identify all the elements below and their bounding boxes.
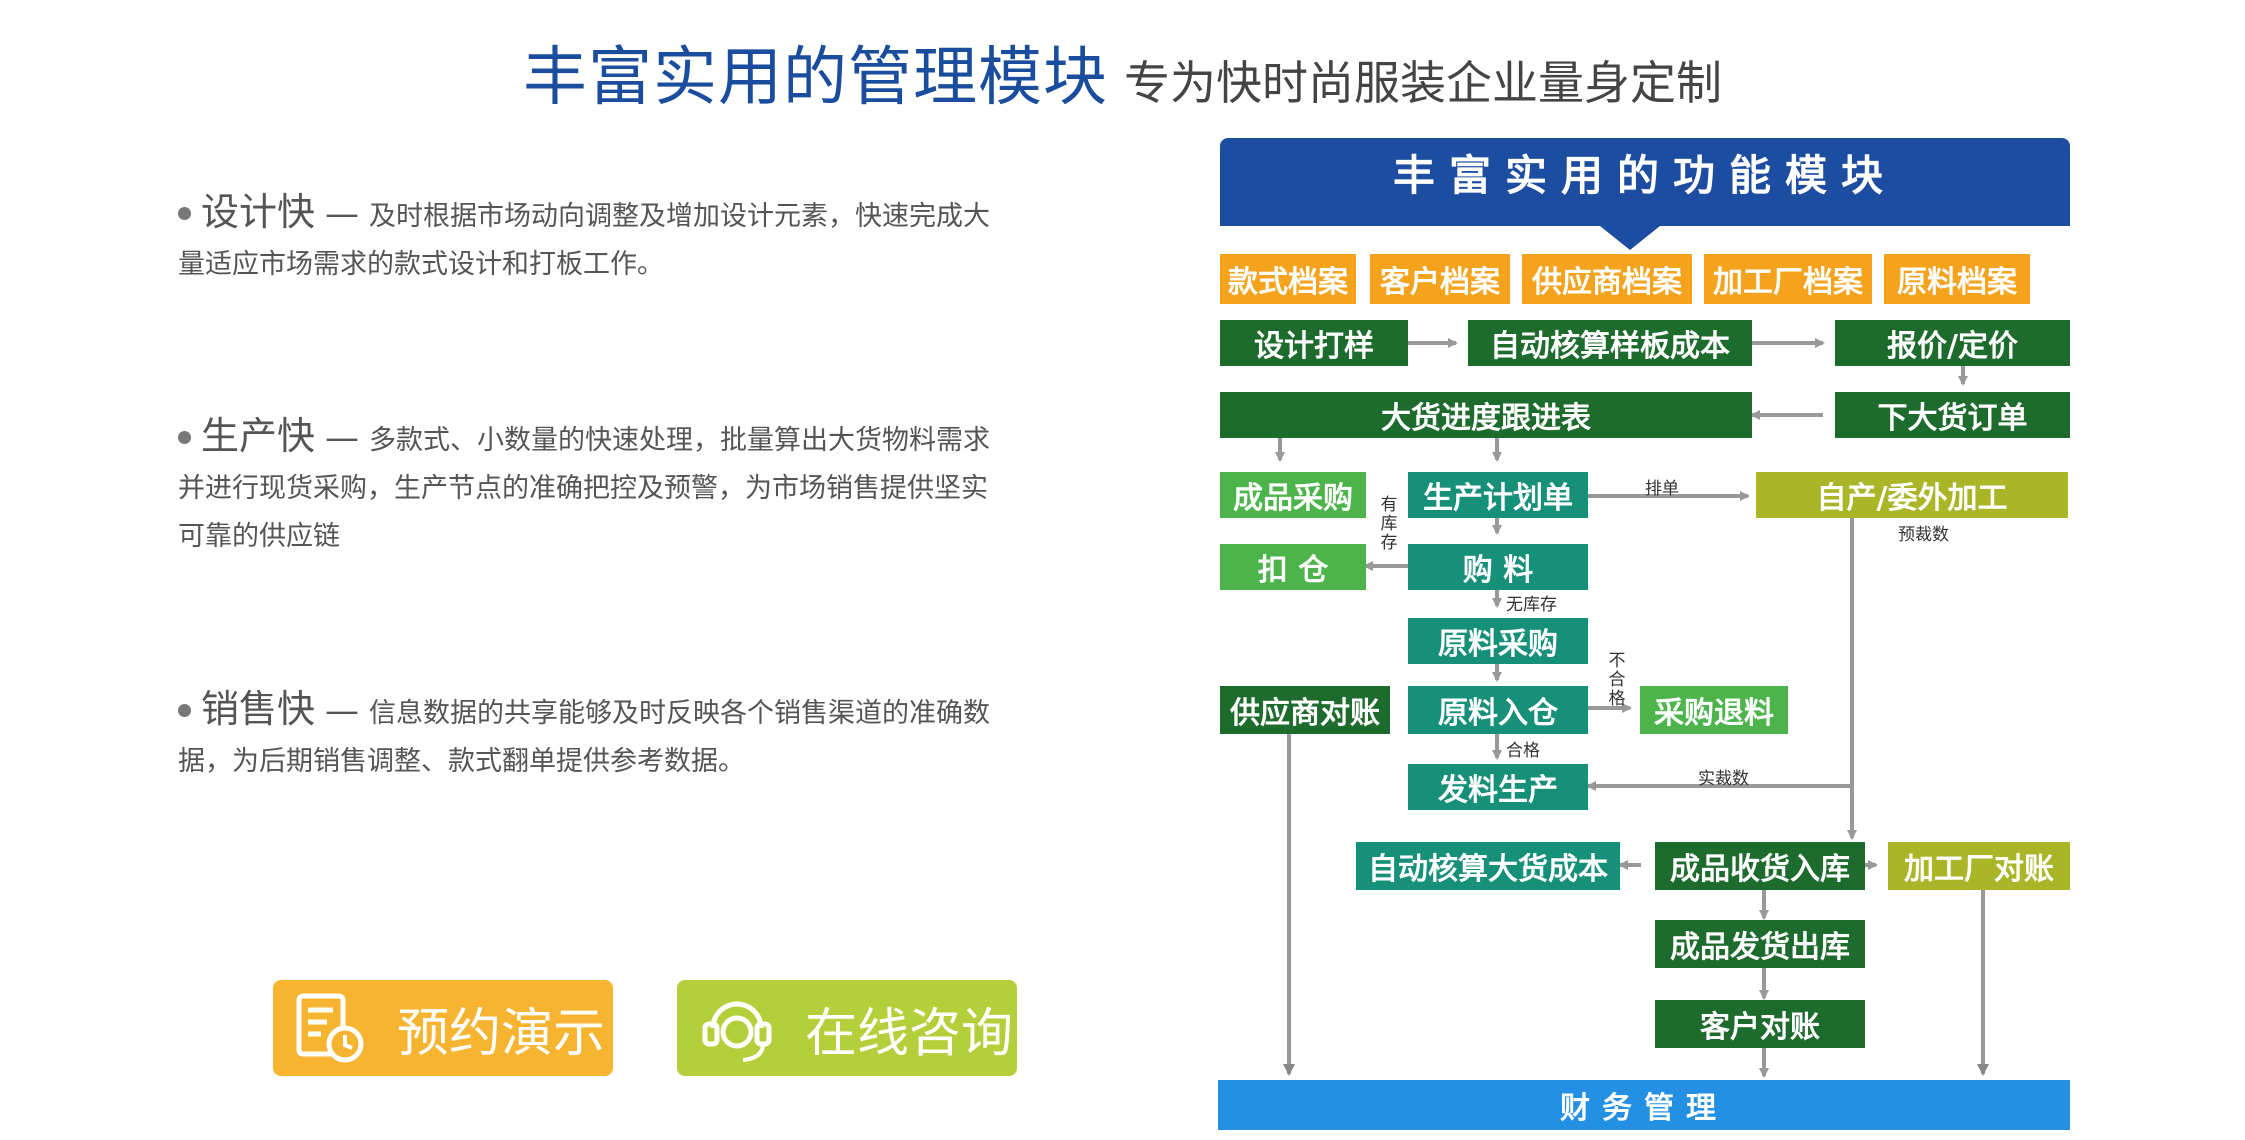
factory-records-box: 加工厂档案 xyxy=(1704,254,1872,304)
has-stock-label: 有库存 xyxy=(1380,495,1398,553)
passed-label: 合格 xyxy=(1506,741,1540,761)
supplier-recon-box: 供应商对账 xyxy=(1220,686,1390,734)
feature-sales: 销售快—信息数据的共享能够及时反映各个销售渠道的准确数 据，为后期销售调整、款式… xyxy=(178,687,991,777)
customer-records-box: 客户档案 xyxy=(1370,254,1510,304)
online-consult-button[interactable]: 在线咨询 xyxy=(677,980,1017,1076)
book-demo-label: 预约演示 xyxy=(397,1003,606,1064)
page-title: 丰富实用的管理模块 xyxy=(523,41,1108,115)
headset-icon xyxy=(702,1001,772,1062)
deduct-stock-box: 扣 仓 xyxy=(1220,544,1366,590)
document-clock-icon xyxy=(296,993,364,1063)
bullet-icon xyxy=(178,704,191,717)
customer-recon-box: 客户对账 xyxy=(1655,1000,1865,1048)
banner-pointer xyxy=(1600,226,1660,250)
finance-box: 财务管理 xyxy=(1218,1080,2070,1130)
finished-purchase-box: 成品采购 xyxy=(1220,472,1366,518)
online-consult-label: 在线咨询 xyxy=(805,1003,1014,1064)
issue-production-box: 发料生产 xyxy=(1408,764,1588,810)
auto-bulk-cost-box: 自动核算大货成本 xyxy=(1356,842,1620,890)
supplier-records-box: 供应商档案 xyxy=(1522,254,1692,304)
factory-recon-box: 加工厂对账 xyxy=(1888,842,2070,890)
flowchart-banner: 丰富实用的功能模块 xyxy=(1220,138,2070,226)
feature-production: 生产快—多款式、小数量的快速处理，批量算出大货物料需求 并进行现货采购，生产节点… xyxy=(178,414,991,552)
quote-price-box: 报价/定价 xyxy=(1835,320,2070,366)
function-flowchart: 丰富实用的功能模块 款式档案 客户档案 供应商档案 加工厂档案 原料档案 设计打… xyxy=(1200,128,2080,1140)
page-header: 丰富实用的管理模块专为快时尚服装企业量身定制 xyxy=(0,26,2245,118)
feature-design: 设计快—及时根据市场动向调整及增加设计元素，快速完成大 量适应市场需求的款式设计… xyxy=(178,190,991,280)
bulk-progress-box: 大货进度跟进表 xyxy=(1220,392,1752,438)
feature-title: 销售快 xyxy=(201,687,316,731)
finished-ship-box: 成品发货出库 xyxy=(1655,920,1865,968)
production-plan-box: 生产计划单 xyxy=(1408,472,1588,518)
bullet-icon xyxy=(178,431,191,444)
purchase-return-box: 采购退料 xyxy=(1640,686,1788,734)
raw-purchase-box: 原料采购 xyxy=(1408,618,1588,664)
style-records-box: 款式档案 xyxy=(1220,254,1356,304)
schedule-label: 排单 xyxy=(1645,479,1679,499)
precut-qty-label: 预裁数 xyxy=(1898,525,1949,545)
page-subtitle: 专为快时尚服装企业量身定制 xyxy=(1124,56,1722,110)
feature-title: 设计快 xyxy=(201,190,316,234)
flowchart-arrows xyxy=(1275,338,1989,1078)
self-outsource-box: 自产/委外加工 xyxy=(1756,472,2068,518)
bullet-icon xyxy=(178,207,191,220)
book-demo-button[interactable]: 预约演示 xyxy=(273,980,613,1076)
raw-inbound-box: 原料入仓 xyxy=(1408,686,1588,734)
auto-sample-cost-box: 自动核算样板成本 xyxy=(1468,320,1752,366)
rejected-label: 不合格 xyxy=(1608,651,1626,709)
no-stock-label: 无库存 xyxy=(1506,595,1557,615)
finished-receive-box: 成品收货入库 xyxy=(1655,842,1865,890)
actual-cut-label: 实裁数 xyxy=(1698,769,1749,789)
design-sample-box: 设计打样 xyxy=(1220,320,1408,366)
feature-title: 生产快 xyxy=(201,414,316,458)
buy-material-box: 购 料 xyxy=(1408,544,1588,590)
material-records-box: 原料档案 xyxy=(1884,254,2030,304)
place-order-box: 下大货订单 xyxy=(1835,392,2070,438)
